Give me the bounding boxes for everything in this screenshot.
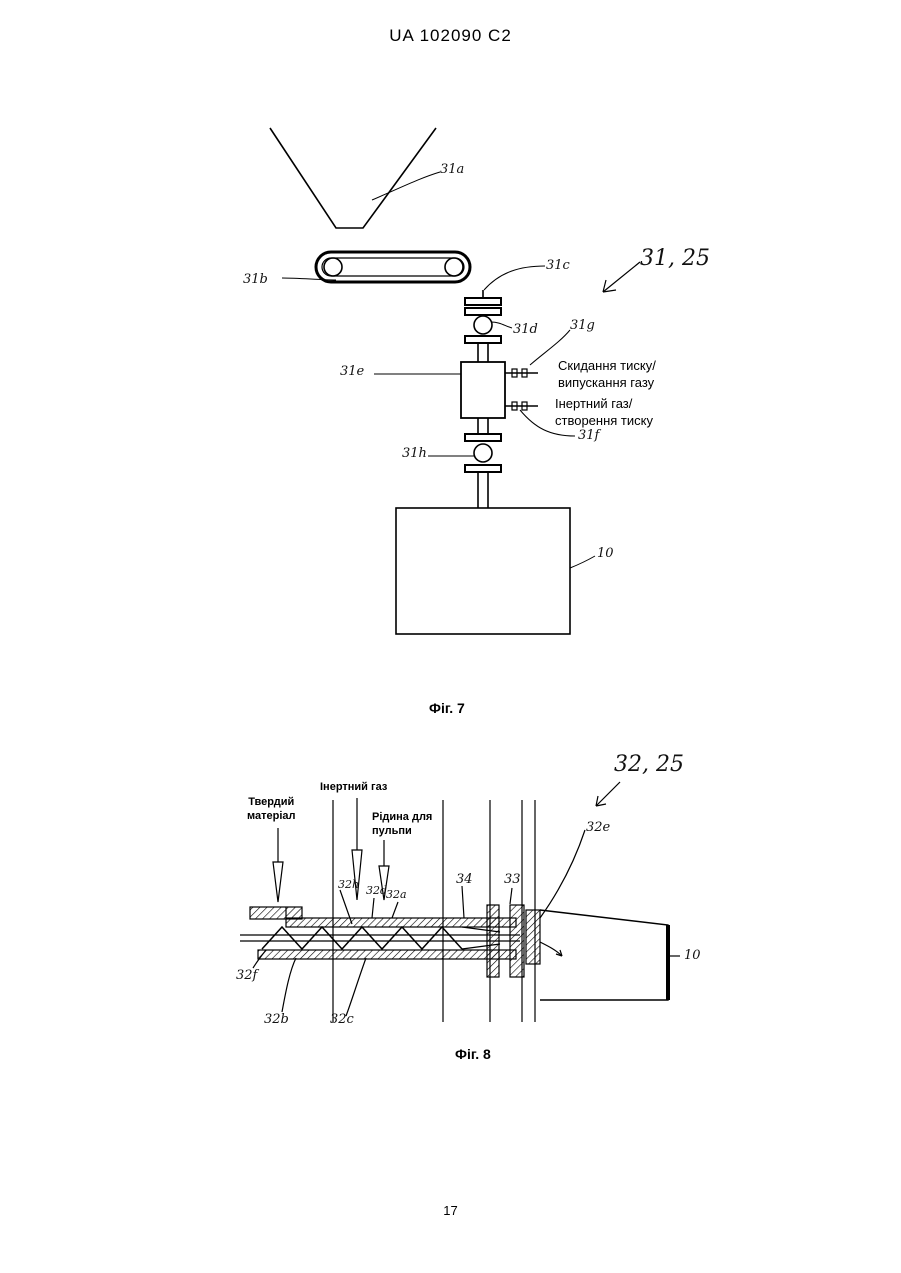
screw-flights bbox=[262, 927, 462, 949]
extruder-barrel-top-wall bbox=[286, 918, 516, 927]
label-33: 33 bbox=[504, 872, 521, 887]
flange-33 bbox=[487, 905, 499, 977]
solid-material-label: Твердий матеріал bbox=[247, 795, 296, 823]
label-32e: 32e bbox=[586, 820, 610, 835]
pulp-liquid-line-1: Рідина для bbox=[372, 810, 432, 824]
label-assembly-32-25: 32, 25 bbox=[614, 752, 684, 777]
figure-8-caption: Фіг. 8 bbox=[455, 1046, 491, 1062]
solid-material-line-2: матеріал bbox=[247, 809, 296, 823]
inert-gas-label: Інертний газ bbox=[320, 780, 387, 794]
page-number: 17 bbox=[0, 1203, 901, 1218]
label-32c: 32c bbox=[330, 1012, 354, 1027]
label-34: 34 bbox=[456, 872, 473, 887]
pulp-liquid-label: Рідина для пульпи bbox=[372, 810, 432, 838]
label-10-fig8: 10 bbox=[684, 948, 701, 963]
pulp-liquid-line-2: пульпи bbox=[372, 824, 432, 838]
label-32b: 32b bbox=[264, 1012, 289, 1027]
label-32h: 32h bbox=[338, 878, 359, 891]
label-32f: 32f bbox=[236, 968, 257, 983]
solid-material-line-1: Твердий bbox=[247, 795, 296, 809]
figure-8-drawing bbox=[0, 0, 901, 1100]
feed-throat bbox=[250, 907, 302, 919]
label-32d: 32d bbox=[366, 884, 387, 897]
extruder-barrel-bottom-wall bbox=[258, 950, 516, 959]
label-32a: 32a bbox=[386, 888, 407, 901]
